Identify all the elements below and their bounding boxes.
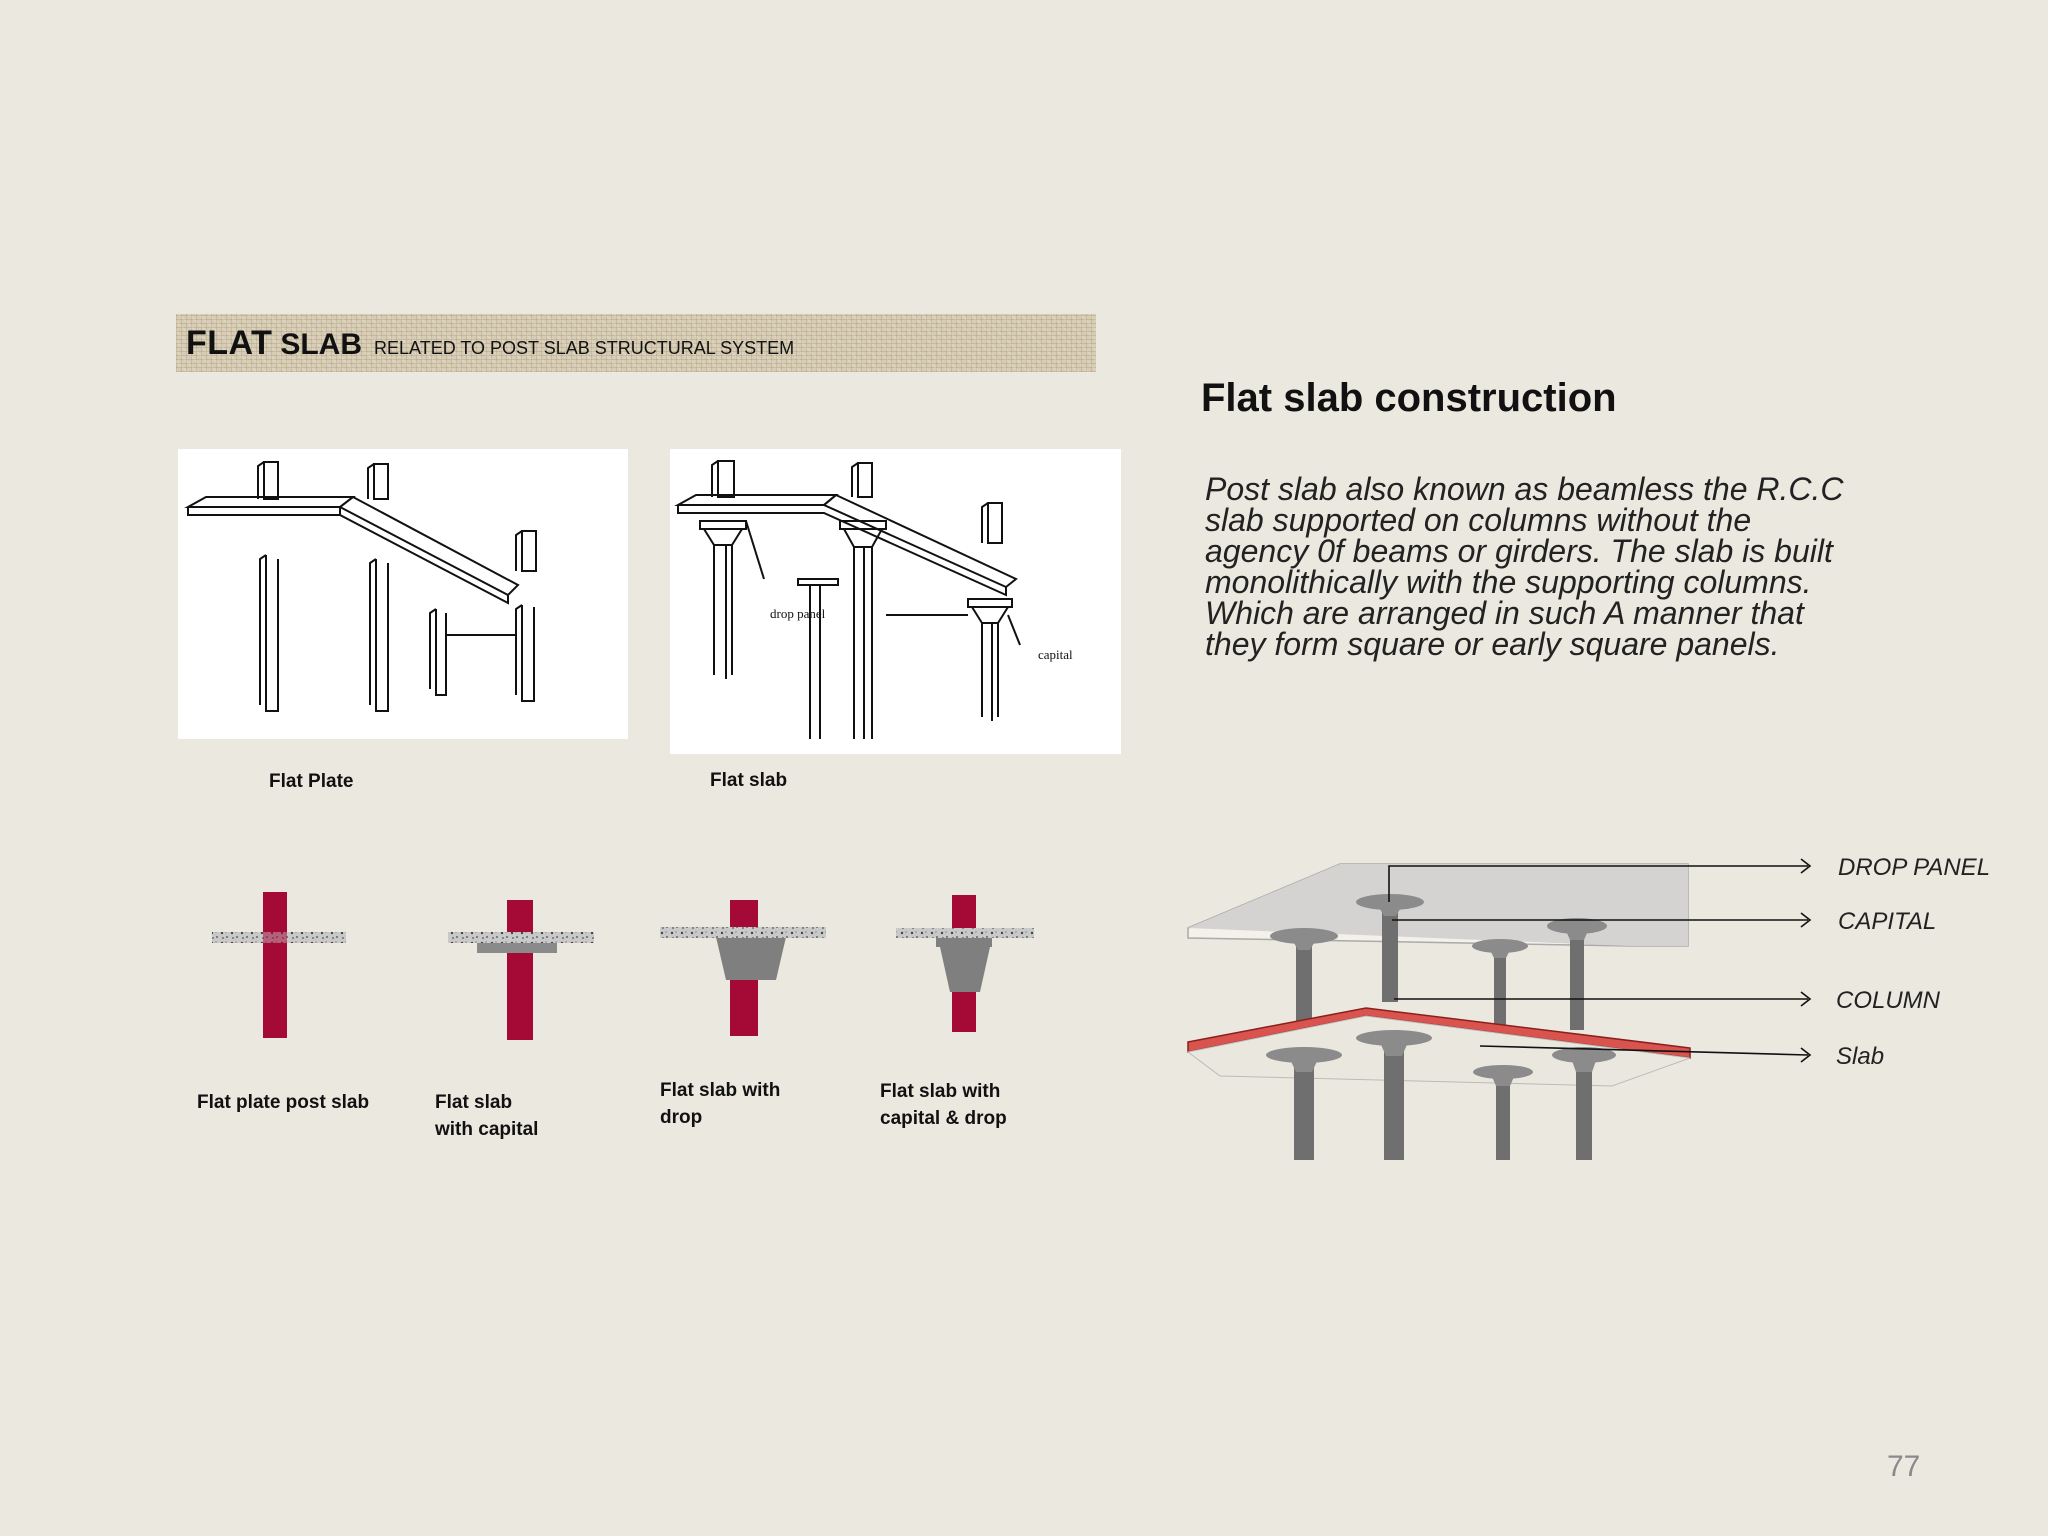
banner-title-slab: SLAB [280, 328, 363, 361]
section-caption-4: Flat slab with capital & drop [880, 1081, 1007, 1129]
description-paragraph: Post slab also known as beamless the R.C… [1205, 471, 1965, 662]
section-diagrams [212, 892, 1034, 1040]
banner-subtitle: RELATED TO POST SLAB STRUCTURAL SYSTEM [374, 338, 795, 358]
flat-plate-caption: Flat Plate [269, 771, 354, 792]
column-callout: COLUMN [1836, 987, 1941, 1014]
page-number: 77 [1887, 1450, 1921, 1483]
section-caption-3: Flat slab with drop [660, 1080, 781, 1128]
flat-plate-drawing [184, 461, 537, 712]
paragraph-line: slab supported on columns without the [1205, 502, 1752, 538]
section-with-capital [448, 900, 594, 1040]
paragraph-line: agency 0f beams or girders. The slab is … [1205, 533, 1833, 569]
slab-callout: Slab [1836, 1043, 1884, 1070]
paragraph-line: they form square or early square panels. [1205, 626, 1780, 662]
section-flat-plate [212, 892, 346, 1038]
flat-plate-figure [178, 449, 628, 739]
paragraph-line: Post slab also known as beamless the R.C… [1205, 471, 1844, 507]
banner-title-flat: FLAT [186, 324, 273, 362]
drop-panel-callout: DROP PANEL [1838, 854, 1990, 881]
section-heading: Flat slab construction [1201, 376, 1617, 420]
capital-callout: CAPITAL [1838, 908, 1936, 935]
drop-panel-label: drop panel [770, 606, 826, 621]
section-capital-drop [896, 895, 1034, 1032]
paragraph-line: monolithically with the supporting colum… [1205, 564, 1812, 600]
capital-label: capital [1038, 647, 1073, 662]
construction-diagram: DROP PANEL CAPITAL COLUMN Slab [1186, 854, 1990, 1160]
section-with-drop [660, 900, 826, 1036]
paragraph-line: Which are arranged in such A manner that [1205, 595, 1804, 631]
section-caption-1: Flat plate post slab [197, 1092, 370, 1113]
section-caption-2: Flat slab with capital [435, 1092, 539, 1140]
title-banner: FLAT SLAB RELATED TO POST SLAB STRUCTURA… [176, 314, 1096, 372]
flat-slab-drawing: drop panel capital [674, 460, 1073, 739]
flat-slab-caption: Flat slab [710, 770, 788, 791]
flat-slab-figure: drop panel capital [670, 449, 1121, 754]
